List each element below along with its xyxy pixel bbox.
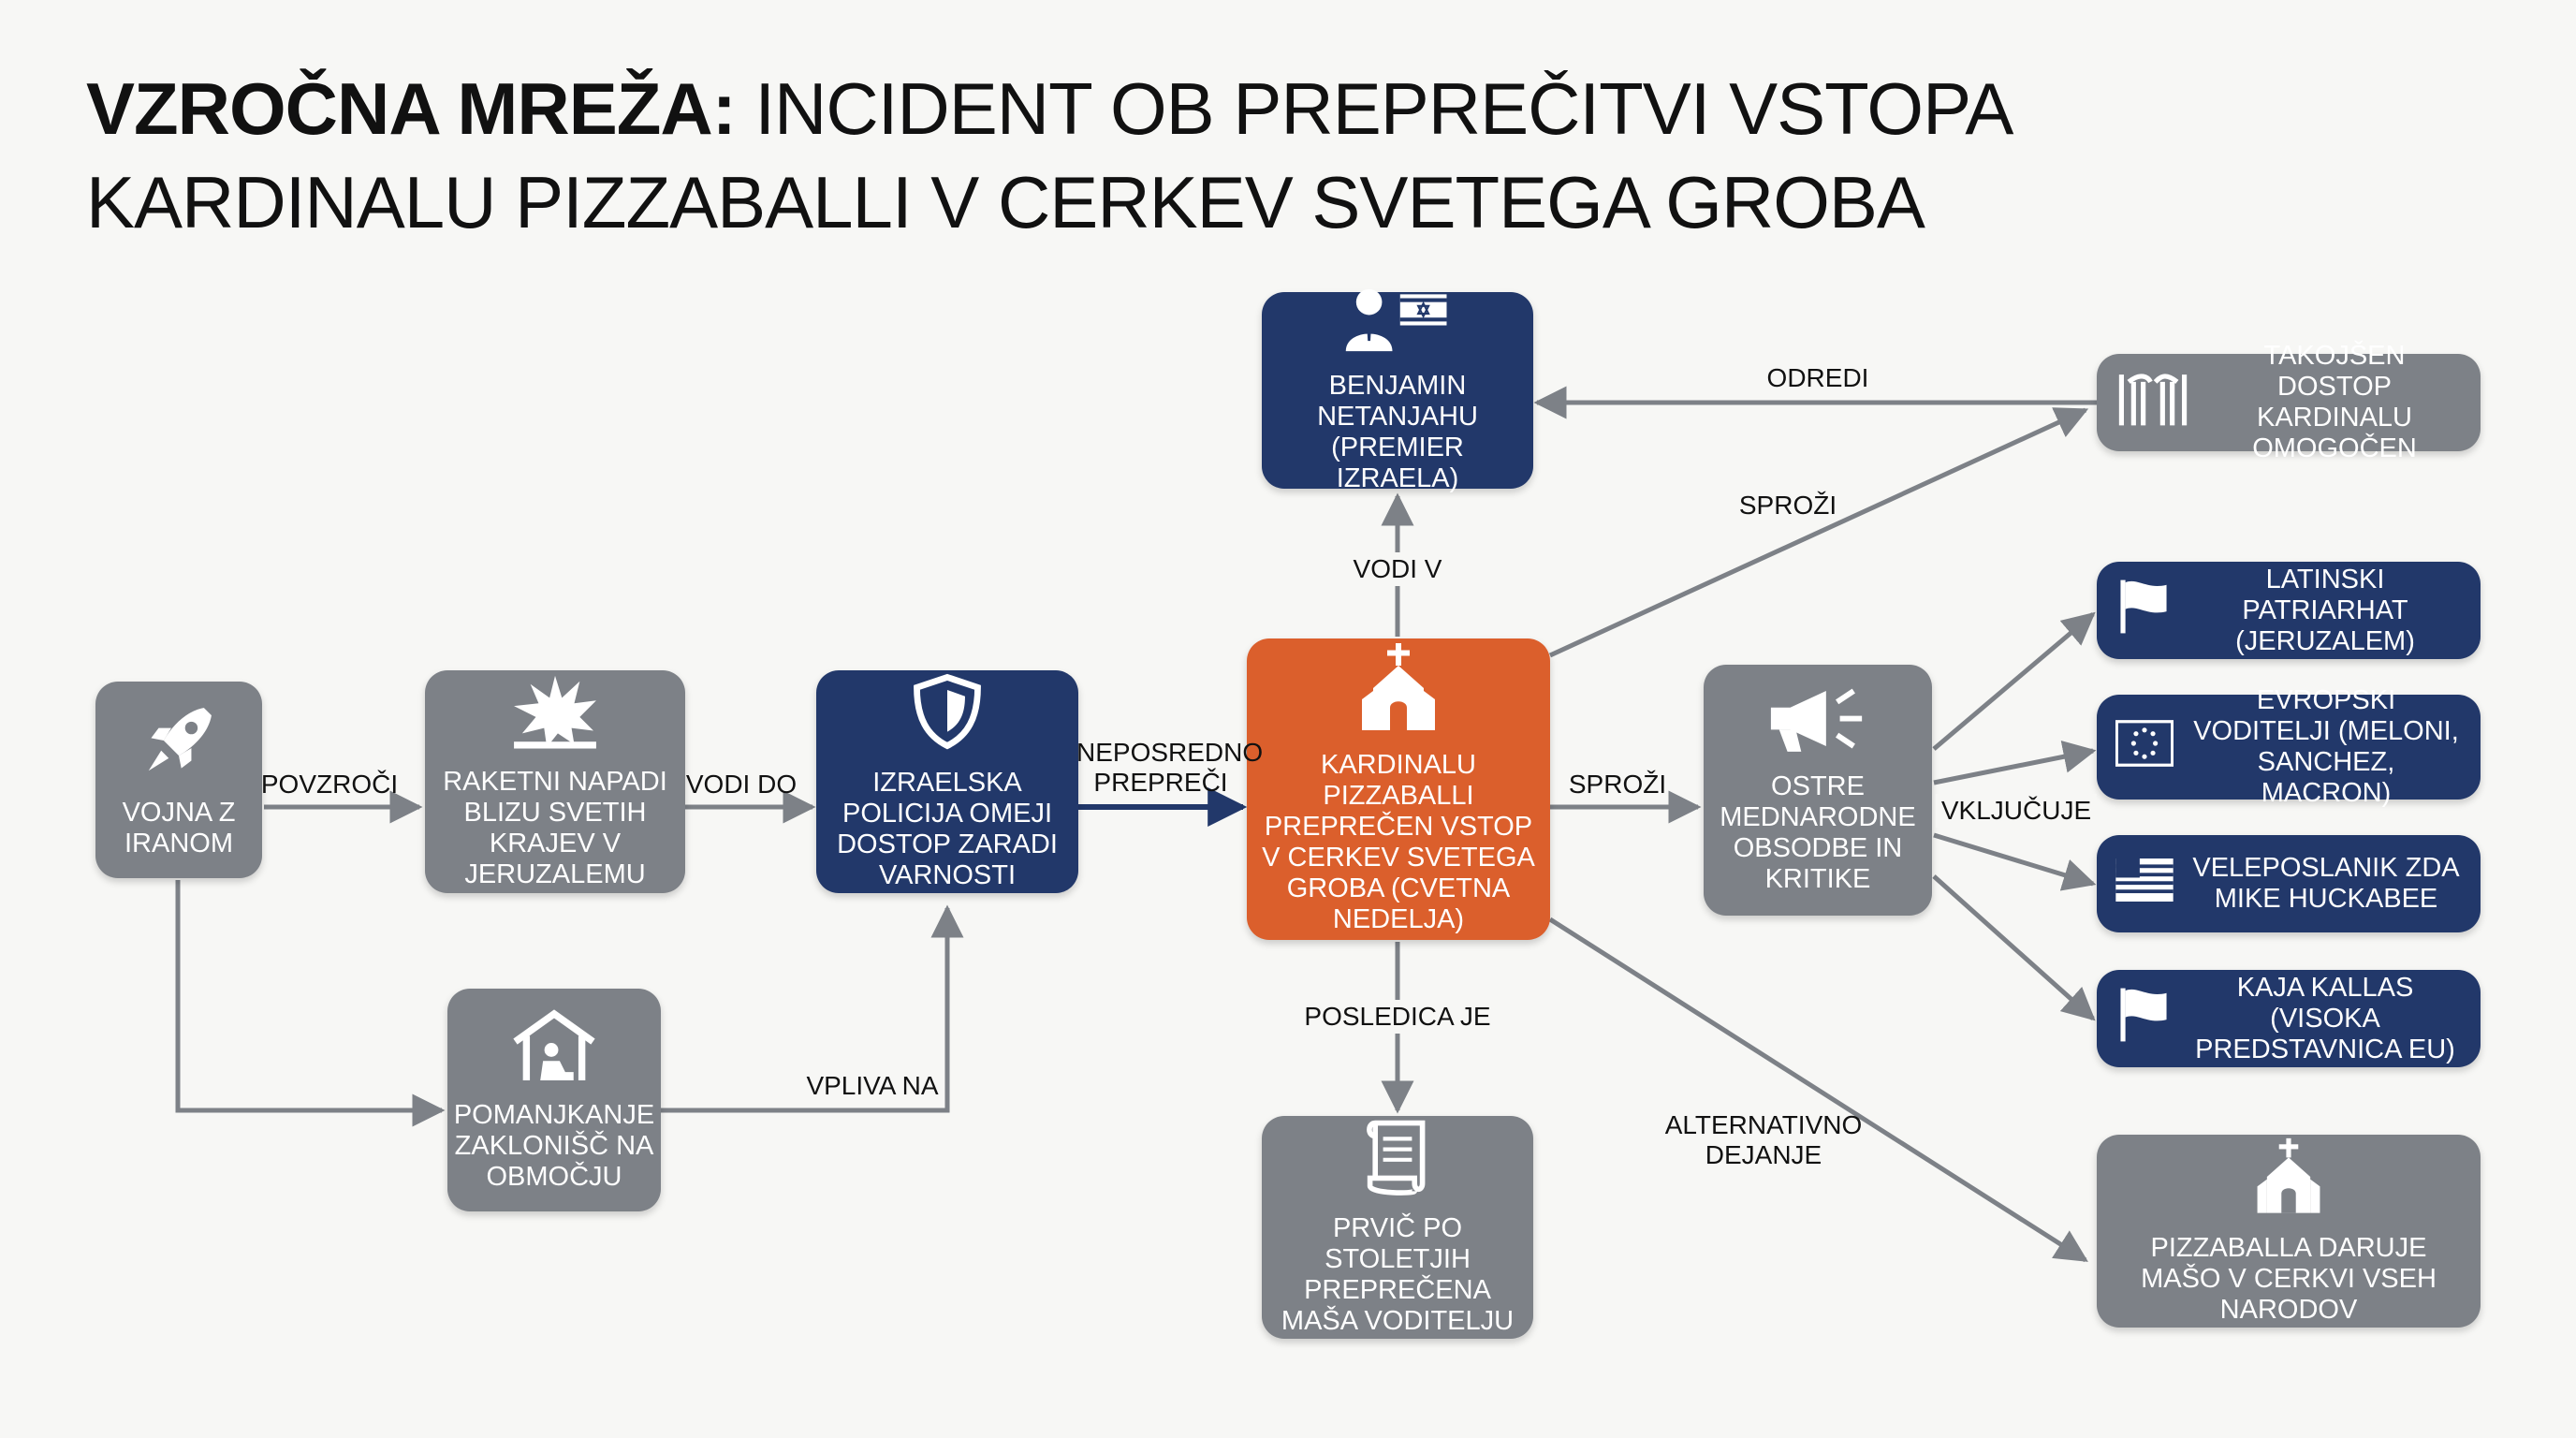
node-kallas[interactable]: KAJA KALLAS (VISOKA PREDSTAVNICA EU) (2097, 970, 2481, 1067)
node-evropski-label: EVROPSKI VODITELJI (MELONI, SANCHEZ, MAC… (2193, 685, 2459, 808)
edge-label-alternativno: ALTERNATIVNO DEJANJE (1664, 1110, 1863, 1169)
node-pomanjkanje[interactable]: POMANJKANJE ZAKLONIŠČ NA OBMOČJU (447, 989, 661, 1211)
explosion-icon (510, 673, 600, 757)
node-kardinal-label: KARDINALU PIZZABALLI PREPREČEN VSTOP V C… (1262, 750, 1535, 934)
node-pomanjkanje-label: POMANJKANJE ZAKLONIŠČ NA OBMOČJU (453, 1099, 655, 1192)
edge-label-sprozi-obsodbe: SPROŽI (1568, 770, 1667, 799)
title-bold: VZROČNA MREŽA: (86, 67, 737, 150)
page-title: VZROČNA MREŽA: INCIDENT OB PREPREČITVI V… (86, 62, 2520, 249)
title-line2: KARDINALU PIZZABALLI V CERKEV SVETEGA GR… (86, 161, 1925, 243)
person-flag-icon (1343, 286, 1452, 361)
node-kallas-label: KAJA KALLAS (VISOKA PREDSTAVNICA EU) (2195, 972, 2455, 1064)
node-raketni-label: RAKETNI NAPADI BLIZU SVETIH KRAJEV V JER… (443, 767, 667, 889)
flag-icon (2115, 578, 2172, 643)
node-vojna[interactable]: VOJNA Z IRANOM (95, 682, 262, 878)
flag-icon (2115, 986, 2172, 1051)
node-kardinal[interactable]: KARDINALU PIZZABALLI PREPREČEN VSTOP V C… (1247, 638, 1550, 940)
edge-label-posledica: POSLEDICA JE (1298, 1000, 1497, 1034)
node-netanjahu-label: BENJAMIN NETANJAHU (PREMIER IZRAELA) (1317, 371, 1478, 493)
node-policija-label: IZRAELSKA POLICIJA OMEJI DOSTOP ZARADI V… (837, 768, 1058, 890)
node-masa-label: PIZZABALLA DARUJE MAŠO V CERKVI VSEH NAR… (2141, 1232, 2437, 1325)
edge-label-vodi-v: VODI V (1347, 552, 1448, 586)
edge-label-vodi-do: VODI DO (685, 770, 798, 799)
edge-label-sprozi-takojsen: SPROŽI (1738, 491, 1837, 520)
edge-kardinal-takojsen (1548, 407, 2089, 658)
node-raketni[interactable]: RAKETNI NAPADI BLIZU SVETIH KRAJEV V JER… (425, 670, 685, 893)
megaphone-icon (1765, 685, 1870, 762)
edge-label-odredi: ODREDI (1766, 363, 1869, 392)
node-obsodbe[interactable]: OSTRE MEDNARODNE OBSODBE IN KRITIKE (1704, 665, 1932, 916)
church-icon (2255, 1137, 2322, 1224)
edge-label-neposredno: NEPOSREDNO PREPREČI (1076, 738, 1264, 797)
edge-obsodbe-kallas (1932, 874, 2096, 1021)
edge-label-vkljucuje: VKLJUČUJE (1935, 794, 2098, 828)
edge-pomanjkanje-policija (661, 904, 964, 1113)
edge-kardinal-masa (1548, 917, 2088, 1263)
node-latinski-label: LATINSKI PATRIARHAT (JERUZALEM) (2235, 564, 2415, 656)
title-rest: INCIDENT OB PREPREČITVI VSTOPA (735, 67, 2013, 150)
shield-icon (912, 672, 983, 758)
node-evropski[interactable]: EVROPSKI VODITELJI (MELONI, SANCHEZ, MAC… (2097, 685, 2481, 808)
us-flag-icon (2115, 858, 2174, 909)
node-policija[interactable]: IZRAELSKA POLICIJA OMEJI DOSTOP ZARADI V… (816, 670, 1078, 893)
church-icon (1359, 643, 1438, 741)
eu-flag-icon (2115, 720, 2174, 774)
node-masa[interactable]: PIZZABALLA DARUJE MAŠO V CERKVI VSEH NAR… (2097, 1135, 2481, 1328)
edge-label-vpliva-na: VPLIVA NA (806, 1071, 939, 1100)
edge-obsodbe-latinski (1932, 611, 2096, 751)
shelter-icon (509, 1008, 599, 1091)
node-takojsen-label: TAKOJŠEN DOSTOP KARDINALU OMOGOČEN (2252, 341, 2417, 463)
node-takojsen[interactable]: TAKOJŠEN DOSTOP KARDINALU OMOGOČEN (2097, 341, 2481, 463)
edge-label-povzroci: POVZROČI (260, 770, 399, 799)
edge-vojna-pomanjkanje (175, 880, 446, 1127)
node-veleposlanik-label: VELEPOSLANIK ZDA MIKE HUCKABEE (2192, 853, 2460, 914)
scroll-icon (1364, 1118, 1431, 1204)
node-latinski[interactable]: LATINSKI PATRIARHAT (JERUZALEM) (2097, 562, 2481, 659)
edge-obsodbe-veleposlanik (1933, 832, 2097, 891)
node-obsodbe-label: OSTRE MEDNARODNE OBSODBE IN KRITIKE (1720, 771, 1916, 894)
node-prvic-label: PRVIČ PO STOLETJIH PREPREČENA MAŠA VODIT… (1281, 1213, 1515, 1336)
node-veleposlanik[interactable]: VELEPOSLANIK ZDA MIKE HUCKABEE (2097, 835, 2481, 932)
node-vojna-label: VOJNA Z IRANOM (122, 798, 236, 858)
node-netanjahu[interactable]: BENJAMIN NETANJAHU (PREMIER IZRAELA) (1262, 288, 1533, 493)
edge-obsodbe-evropski (1933, 741, 2097, 785)
gate-icon (2115, 370, 2190, 435)
rocket-icon (139, 700, 219, 788)
node-prvic[interactable]: PRVIČ PO STOLETJIH PREPREČENA MAŠA VODIT… (1262, 1116, 1533, 1339)
